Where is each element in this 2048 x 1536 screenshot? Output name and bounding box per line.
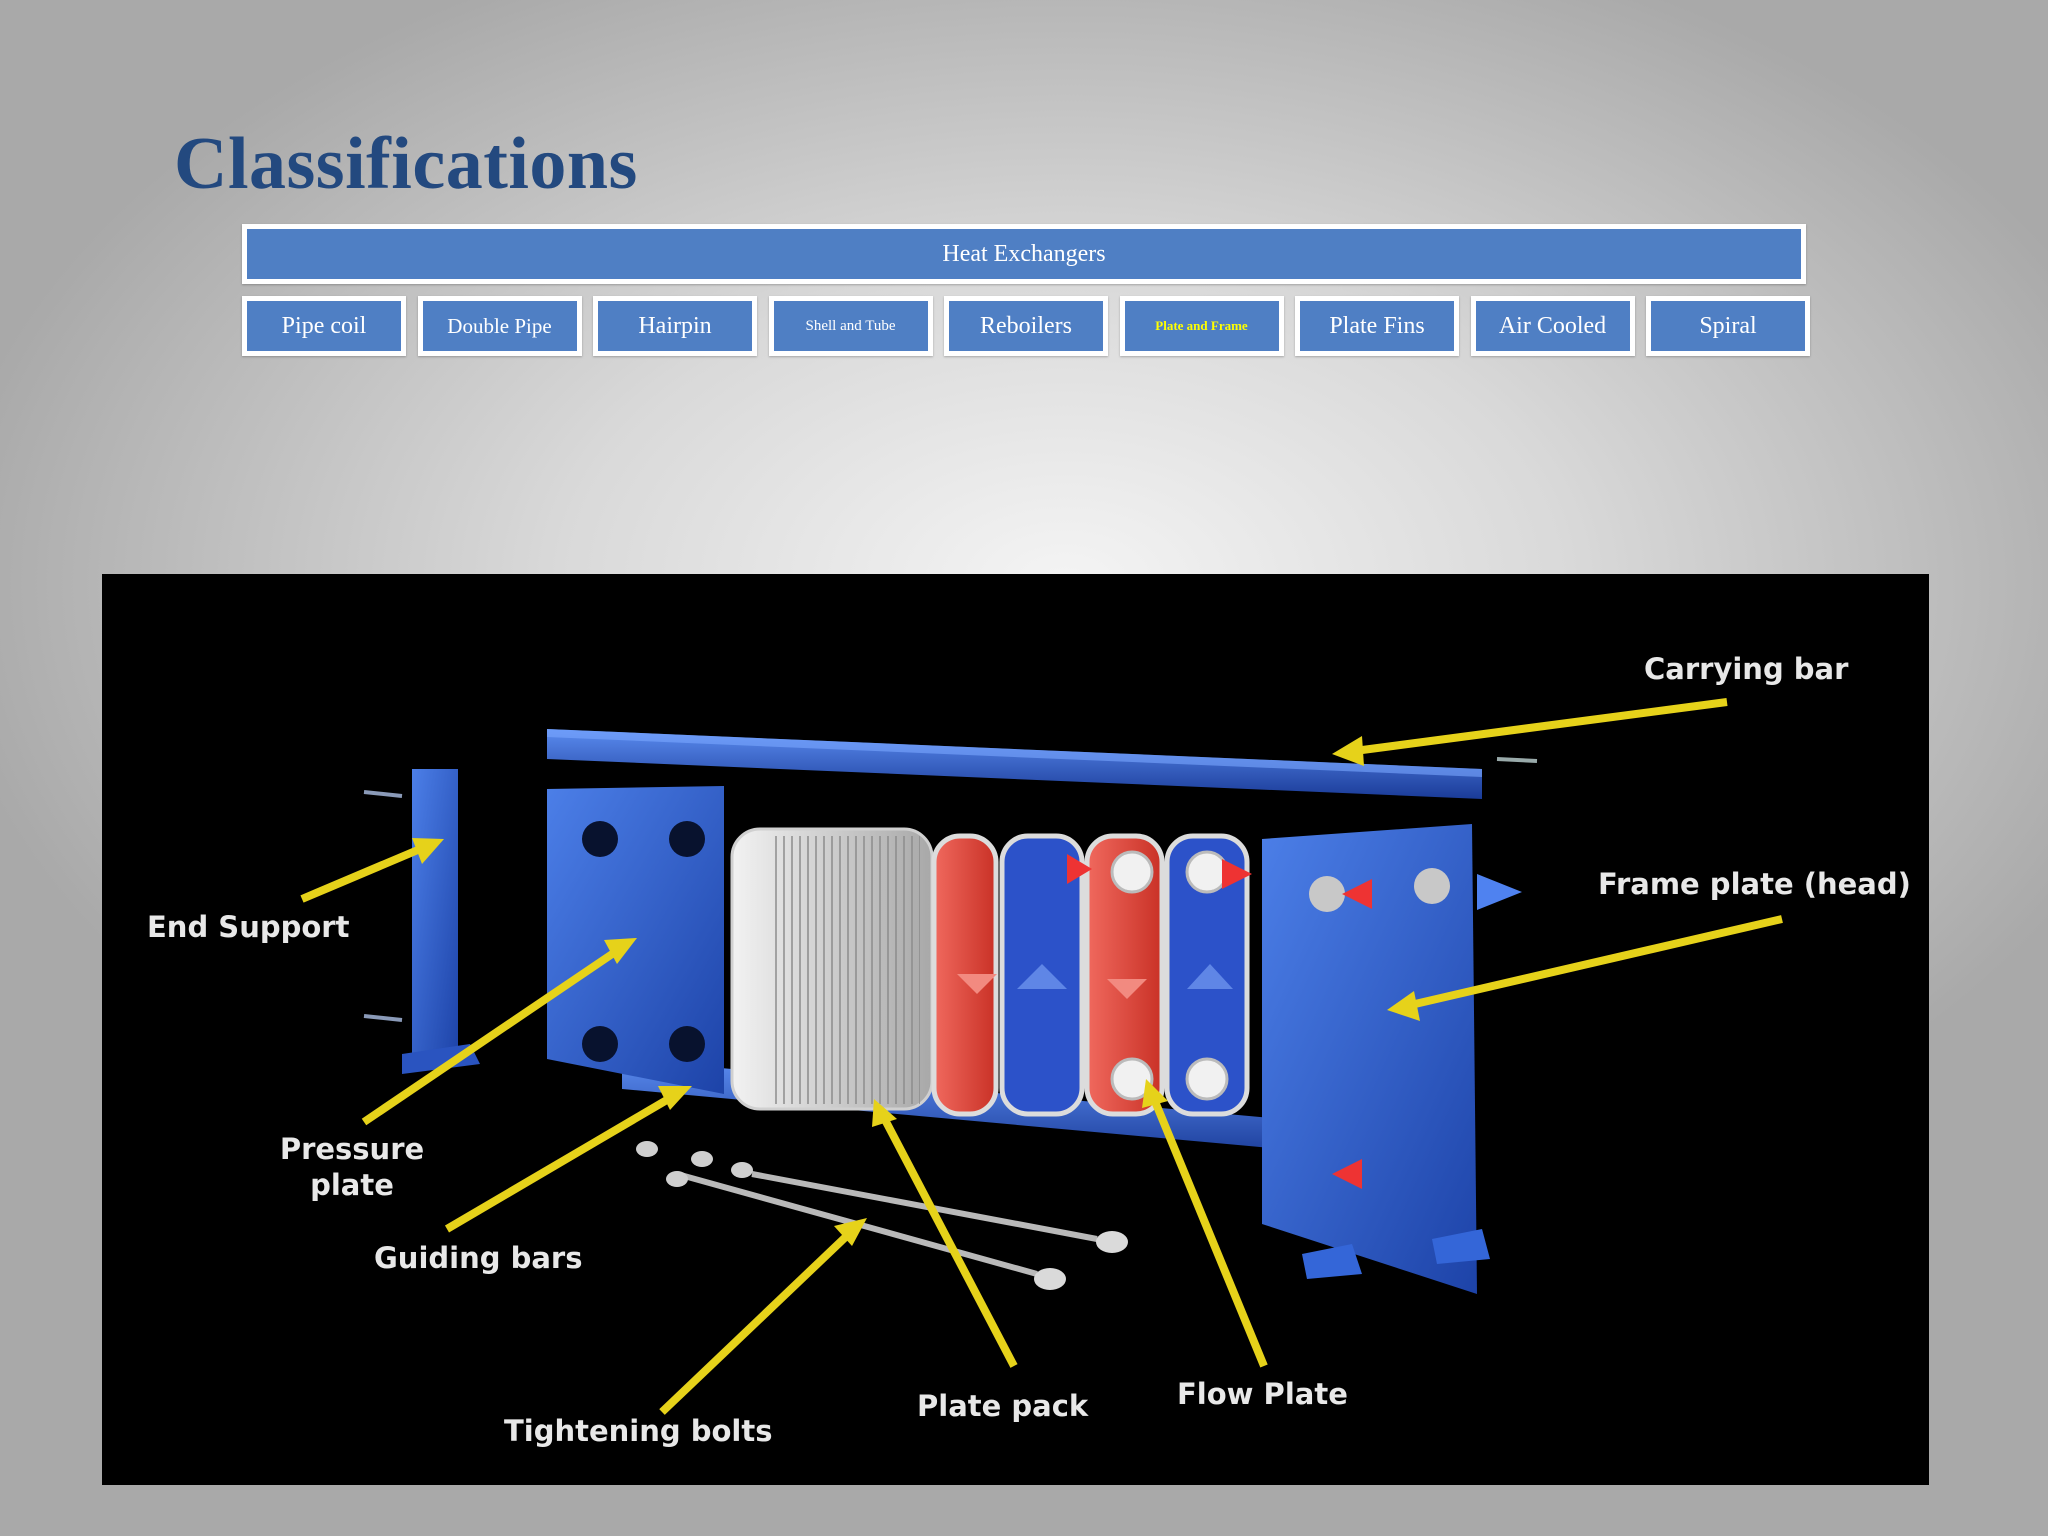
plate-pack-part — [730, 827, 1252, 1117]
classification-item-shell-and-tube: Shell and Tube — [768, 296, 933, 356]
end-support-label: End Support — [147, 910, 350, 944]
frame-plate-part — [1262, 824, 1522, 1294]
slide-title: Classifications — [174, 123, 638, 205]
classification-item-hairpin: Hairpin — [593, 296, 757, 356]
pressure-plate-part — [547, 786, 724, 1094]
pressure-plate-label-line2: plate — [310, 1168, 394, 1202]
classification-item-plate-fins: Plate Fins — [1295, 296, 1459, 356]
label-pointer-arrows — [300, 698, 1783, 1415]
end-support-part — [363, 769, 480, 1074]
classification-item-reboilers: Reboilers — [944, 296, 1108, 356]
classification-item-double-pipe: Double Pipe — [417, 296, 582, 356]
plate-heat-exchanger-diagram: Carrying bar Frame plate (head) End Supp… — [102, 574, 1929, 1485]
carrying-bar-label: Carrying bar — [1644, 652, 1849, 686]
guiding-bars-label: Guiding bars — [374, 1241, 582, 1275]
tightening-bolts-label: Tightening bolts — [504, 1414, 773, 1448]
tightening-bolts-part — [636, 1141, 1128, 1290]
classification-item-air-cooled: Air Cooled — [1470, 296, 1635, 356]
pressure-plate-label-line1: Pressure — [280, 1132, 424, 1166]
plate-pack-label: Plate pack — [917, 1389, 1089, 1423]
carrying-bar-part — [547, 729, 1538, 799]
heat-exchangers-box: Heat Exchangers — [242, 224, 1806, 284]
classification-item-plate-and-frame: Plate and Frame — [1119, 296, 1284, 356]
classification-item-pipe-coil: Pipe coil — [242, 296, 406, 356]
flow-plate-label: Flow Plate — [1177, 1377, 1348, 1411]
frame-plate-label: Frame plate (head) — [1598, 867, 1911, 901]
classification-item-spiral: Spiral — [1646, 296, 1810, 356]
